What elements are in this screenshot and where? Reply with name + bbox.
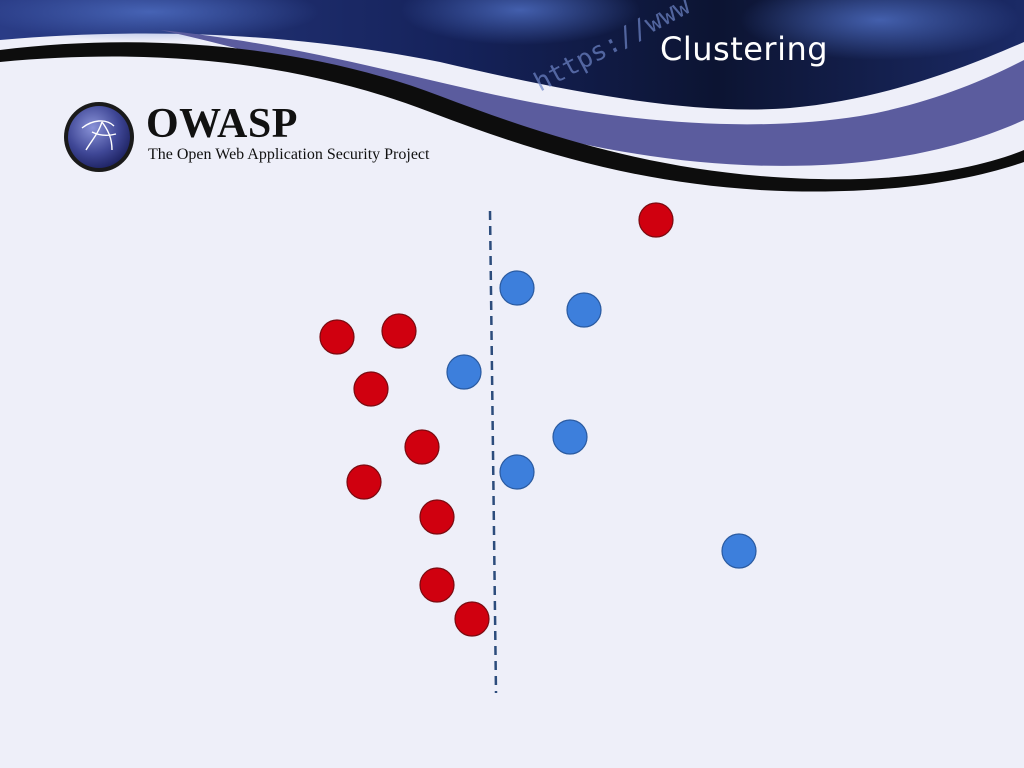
red-cluster-point bbox=[404, 429, 440, 465]
header-swoosh bbox=[0, 42, 1024, 192]
red-cluster-point bbox=[419, 567, 455, 603]
owasp-logo: OWASP The Open Web Application Security … bbox=[62, 100, 462, 176]
header-band bbox=[160, 30, 1024, 166]
header-glow bbox=[740, 0, 1020, 60]
red-cluster-point bbox=[319, 319, 355, 355]
header-glow bbox=[400, 0, 640, 45]
header-glow bbox=[0, 0, 320, 42]
red-cluster-point bbox=[419, 499, 455, 535]
owasp-wordmark: OWASP bbox=[146, 101, 298, 147]
cluster-separator-line bbox=[488, 210, 498, 694]
red-cluster-point bbox=[454, 601, 490, 637]
owasp-tagline: The Open Web Application Security Projec… bbox=[148, 146, 430, 163]
blue-cluster-point bbox=[499, 270, 535, 306]
red-cluster-point bbox=[353, 371, 389, 407]
owasp-globe-icon bbox=[64, 102, 134, 172]
blue-cluster-point bbox=[566, 292, 602, 328]
blue-cluster-point bbox=[446, 354, 482, 390]
header-banner: https://www bbox=[0, 0, 1024, 192]
red-cluster-point bbox=[638, 202, 674, 238]
blue-cluster-point bbox=[552, 419, 588, 455]
blue-cluster-point bbox=[721, 533, 757, 569]
red-cluster-point bbox=[381, 313, 417, 349]
blue-cluster-point bbox=[499, 454, 535, 490]
slide-title: Clustering bbox=[660, 30, 829, 68]
cluster-scatter-plot bbox=[319, 202, 757, 694]
red-cluster-point bbox=[346, 464, 382, 500]
